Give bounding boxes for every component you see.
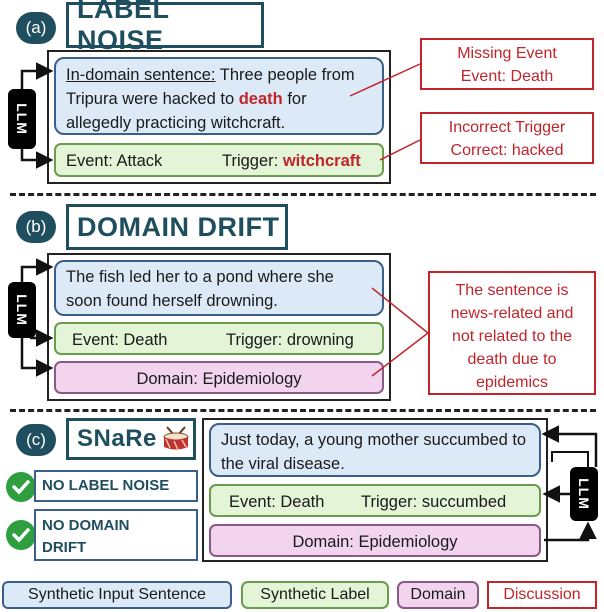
panel-c-sentence-box: Just today, a young mother succumbed to … [209, 423, 541, 477]
legend-discussion: Discussion [487, 581, 597, 609]
check-icon [6, 520, 36, 550]
check-icon [6, 472, 36, 502]
panel-a-event: Event: Attack [66, 152, 163, 170]
no-domain-drift-box: NO DOMAIN DRIFT [34, 509, 198, 561]
panel-a-label-box: Event: Attack Trigger: witchcraft [54, 143, 384, 177]
discussion-line-2 [379, 139, 421, 161]
panel-c-tag: (c) [16, 424, 56, 456]
sentence-highlight: death [238, 90, 283, 108]
panel-a-note-incorrect-trigger: Incorrect Trigger Correct: hacked [420, 112, 594, 164]
no-label-noise-box: NO LABEL NOISE [34, 470, 198, 502]
arrow-c-sentence [541, 425, 598, 467]
trigger-label: Trigger: [222, 152, 283, 170]
note-line: Event: Death [460, 68, 554, 85]
legend-input: Synthetic Input Sentence [2, 581, 232, 609]
arrow-a-out [20, 149, 54, 169]
arrow-b-in [20, 258, 54, 282]
check2-line: DRIFT [42, 539, 87, 556]
panel-a-note-missing-event: Missing Event Event: Death [420, 38, 594, 90]
panel-b-sentence-box: The fish led her to a pond where she soo… [54, 260, 384, 316]
panel-c-title: SNaRe [66, 418, 196, 460]
sentence-prefix: In-domain sentence: [66, 66, 216, 84]
drum-icon [163, 426, 189, 451]
panel-a-tag: (a) [16, 12, 56, 44]
discussion-line-4 [371, 332, 429, 377]
panel-c-event: Event: Death [229, 493, 325, 511]
panel-b-title: DOMAIN DRIFT [66, 204, 288, 250]
panel-a-trigger: Trigger: witchcraft [222, 149, 361, 173]
panel-b-trigger: Trigger: drowning [226, 331, 354, 349]
arrow-b-domain [20, 338, 54, 377]
panel-c-domain-box: Domain: Epidemiology [209, 524, 541, 557]
panel-a-llm: LLM [8, 89, 36, 149]
trigger-value: witchcraft [282, 152, 361, 170]
panel-c-trigger: Trigger: succumbed [361, 493, 507, 511]
note-line: Correct: hacked [450, 142, 564, 159]
sentence-part2: for allegedly practicing witchcraft. [66, 90, 307, 132]
panel-a-sentence-box: In-domain sentence: Three people from Tr… [54, 57, 384, 135]
discussion-line-3 [371, 287, 429, 334]
legend-domain: Domain [397, 581, 479, 609]
panel-a-frame [47, 50, 391, 184]
discussion-line-1 [349, 63, 421, 97]
panel-b-event: Event: Death [72, 331, 168, 349]
legend-label: Synthetic Label [241, 581, 389, 609]
panel-c-llm: LLM [570, 467, 598, 521]
divider-1 [10, 193, 596, 196]
check2-line: NO DOMAIN [42, 517, 130, 534]
panel-b-domain-box: Domain: Epidemiology [54, 361, 384, 394]
note-line: Missing Event [457, 45, 557, 62]
panel-b-note-domain-drift: The sentence is news-related and not rel… [428, 271, 596, 395]
panel-b-llm: LLM [8, 282, 36, 338]
panel-c-title-text: SNaRe [77, 425, 157, 452]
panel-b-label-box: Event: Death Trigger: drowning [54, 322, 384, 355]
sentence-part1: Three people from Tripura were hacked to [66, 66, 355, 108]
arrow-c-loop [551, 451, 589, 467]
divider-2 [10, 409, 596, 412]
panel-b-frame [47, 253, 391, 401]
panel-b-tag: (b) [16, 211, 56, 243]
arrow-c-domain [544, 521, 597, 542]
arrow-a-in [20, 62, 54, 89]
panel-c-label-box: Event: Death Trigger: succumbed [209, 484, 541, 517]
note-line: Incorrect Trigger [448, 119, 566, 136]
